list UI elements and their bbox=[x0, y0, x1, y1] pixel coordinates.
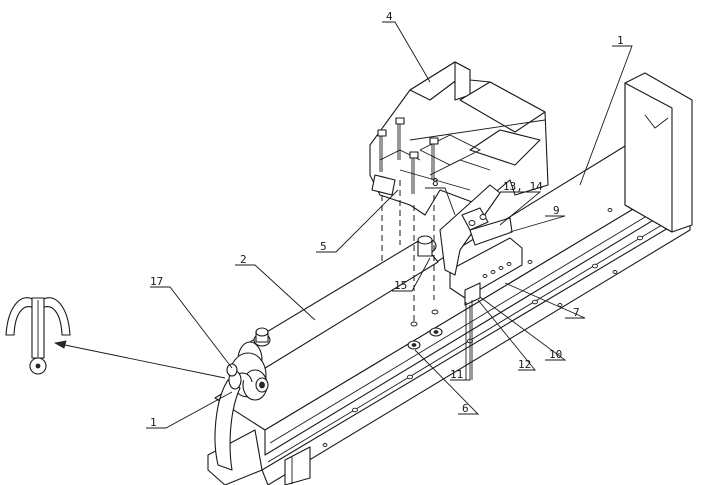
callout-11: 11 bbox=[450, 368, 463, 381]
bolts bbox=[377, 117, 439, 194]
callout-1-top: 1 bbox=[617, 34, 624, 47]
callout-10: 10 bbox=[549, 348, 562, 361]
bolt-3 bbox=[409, 151, 419, 194]
callout-15: 15 bbox=[394, 279, 407, 292]
callout-1-bottom: 1 bbox=[150, 416, 157, 429]
callout-6: 6 bbox=[462, 402, 469, 415]
coupler-pipe bbox=[417, 235, 433, 257]
bolt-2 bbox=[395, 117, 405, 160]
detail-arrowhead bbox=[53, 340, 67, 349]
callout-5: 5 bbox=[320, 240, 327, 253]
callout-9: 9 bbox=[553, 204, 560, 217]
callout-13-14: 13, 14 bbox=[503, 180, 543, 193]
nuts bbox=[407, 309, 443, 350]
leader-lines bbox=[146, 21, 633, 429]
pump-end-assembly bbox=[214, 352, 269, 471]
detail-arrow bbox=[59, 343, 226, 379]
bolt-4 bbox=[429, 137, 439, 180]
main-beam bbox=[207, 142, 691, 485]
callout-8: 8 bbox=[432, 176, 439, 189]
callout-12: 12 bbox=[518, 358, 531, 371]
callout-17: 17 bbox=[150, 275, 163, 288]
callout-7: 7 bbox=[573, 306, 580, 319]
callout-4: 4 bbox=[386, 10, 393, 23]
callout-2: 2 bbox=[240, 253, 247, 266]
slide-assembly bbox=[439, 184, 523, 380]
bolt-1 bbox=[377, 129, 387, 172]
valve-block bbox=[369, 61, 549, 216]
assembly-lines bbox=[381, 180, 435, 325]
callouts: 1 4 2 5 17 1 8 13, 14 9 15 7 10 12 11 6 bbox=[150, 10, 624, 429]
beam-holes bbox=[322, 208, 643, 447]
clevis-detail bbox=[5, 297, 71, 375]
wedge-plate bbox=[624, 72, 693, 233]
